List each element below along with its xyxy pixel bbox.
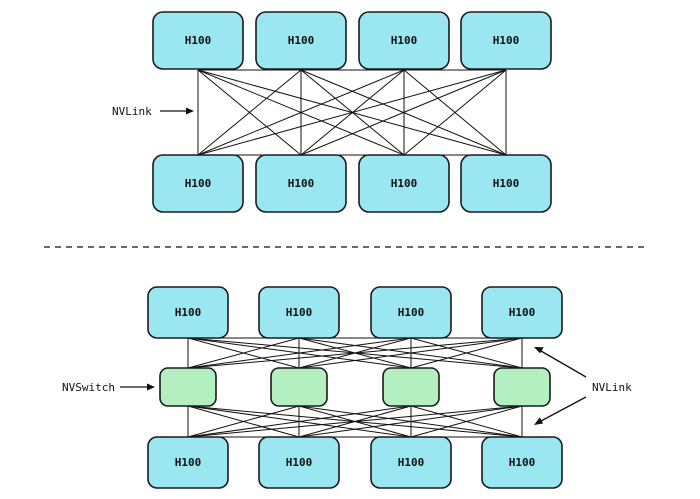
bottom-nvlink-callout: NVLink (534, 347, 632, 425)
gpu-label: H100 (398, 456, 425, 469)
gpu-label: H100 (493, 177, 520, 190)
bottom-gpu-row-lower: H100 H100 H100 H100 (147, 436, 563, 489)
gpu-label: H100 (288, 34, 315, 47)
gpu-node: H100 (370, 286, 452, 339)
bottom-gpu-row-upper: H100 H100 H100 H100 (147, 286, 563, 339)
nvswitch-row (159, 367, 551, 407)
gpu-node: H100 (358, 154, 450, 213)
bottom-upper-links (187, 337, 523, 369)
gpu-node: H100 (152, 154, 244, 213)
gpu-label: H100 (493, 34, 520, 47)
top-gpu-row-upper: H100 H100 H100 H100 (152, 11, 552, 70)
arrow-icon (540, 350, 587, 378)
gpu-label: H100 (286, 306, 313, 319)
gpu-node: H100 (460, 154, 552, 213)
nvswitch-node (493, 367, 551, 407)
top-nvlink-callout: NVLink (112, 105, 194, 118)
nvswitch-node (159, 367, 217, 407)
nvswitch-label: NVSwitch (62, 381, 115, 394)
gpu-label: H100 (398, 306, 425, 319)
gpu-node: H100 (152, 11, 244, 70)
gpu-label: H100 (175, 456, 202, 469)
arrow-icon (540, 396, 587, 422)
bottom-lower-links (187, 405, 523, 438)
arrow-head-icon (147, 383, 155, 391)
arrow-head-icon (186, 107, 194, 115)
gpu-label: H100 (286, 456, 313, 469)
gpu-node: H100 (255, 11, 347, 70)
gpu-label: H100 (391, 34, 418, 47)
gpu-node: H100 (255, 154, 347, 213)
gpu-label: H100 (185, 177, 212, 190)
nvlink-label: NVLink (112, 105, 152, 118)
gpu-node: H100 (460, 11, 552, 70)
nvswitch-callout: NVSwitch (62, 381, 155, 394)
nvswitch-node (270, 367, 328, 407)
top-gpu-row-lower: H100 H100 H100 H100 (152, 154, 552, 213)
gpu-label: H100 (185, 34, 212, 47)
gpu-node: H100 (258, 436, 340, 489)
gpu-label: H100 (175, 306, 202, 319)
gpu-label: H100 (288, 177, 315, 190)
gpu-node: H100 (481, 436, 563, 489)
gpu-label: H100 (509, 306, 536, 319)
gpu-node: H100 (481, 286, 563, 339)
gpu-label: H100 (509, 456, 536, 469)
gpu-node: H100 (258, 286, 340, 339)
arrow-head-icon (534, 347, 544, 354)
gpu-node: H100 (370, 436, 452, 489)
nvswitch-node (382, 367, 440, 407)
arrow-head-icon (534, 417, 544, 425)
gpu-node: H100 (358, 11, 450, 70)
top-nvlink-mesh (197, 69, 507, 156)
gpu-label: H100 (391, 177, 418, 190)
nvlink-label: NVLink (592, 381, 632, 394)
gpu-node: H100 (147, 286, 229, 339)
gpu-node: H100 (147, 436, 229, 489)
